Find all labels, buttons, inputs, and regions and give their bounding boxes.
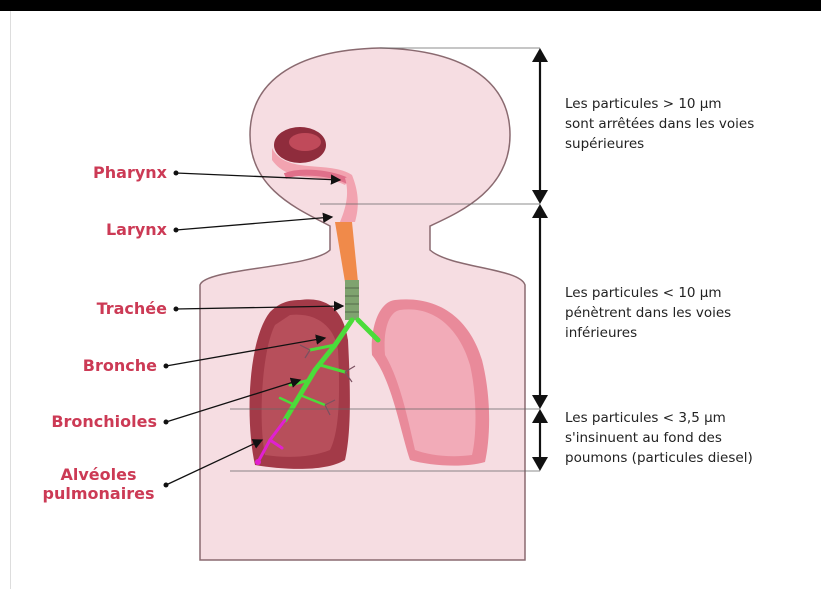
label-pharynx: Pharynx [60, 163, 167, 182]
zone-upper-line3: supérieures [565, 134, 754, 154]
zone-upper-text: Les particules > 10 µm sont arrêtées dan… [565, 94, 754, 154]
label-alveoli: Alvéoles pulmonaires [40, 465, 157, 503]
zone-lower-line3: inférieures [565, 323, 731, 343]
body-silhouette [200, 48, 525, 560]
label-bronchus: Bronche [50, 356, 157, 375]
zone-deep-line2: s'insinuent au fond des [565, 428, 753, 448]
label-alveoli-line1: Alvéoles [40, 465, 157, 484]
zone-upper-line2: sont arrêtées dans les voies [565, 114, 754, 134]
zone-lower-text: Les particules < 10 µm pénètrent dans le… [565, 283, 731, 343]
zone-arrows [532, 48, 548, 471]
zone-upper-line1: Les particules > 10 µm [565, 94, 754, 114]
label-alveoli-line2: pulmonaires [40, 484, 157, 503]
label-bronchioles: Bronchioles [20, 412, 157, 431]
zone-deep-text: Les particules < 3,5 µm s'insinuent au f… [565, 408, 753, 468]
zone-deep-line1: Les particules < 3,5 µm [565, 408, 753, 428]
trachea [345, 280, 359, 320]
zone-lower-line2: pénètrent dans les voies [565, 303, 731, 323]
zone-deep-line3: poumons (particules diesel) [565, 448, 753, 468]
zone-lower-line1: Les particules < 10 µm [565, 283, 731, 303]
label-trachea: Trachée [60, 299, 167, 318]
label-larynx: Larynx [60, 220, 167, 239]
